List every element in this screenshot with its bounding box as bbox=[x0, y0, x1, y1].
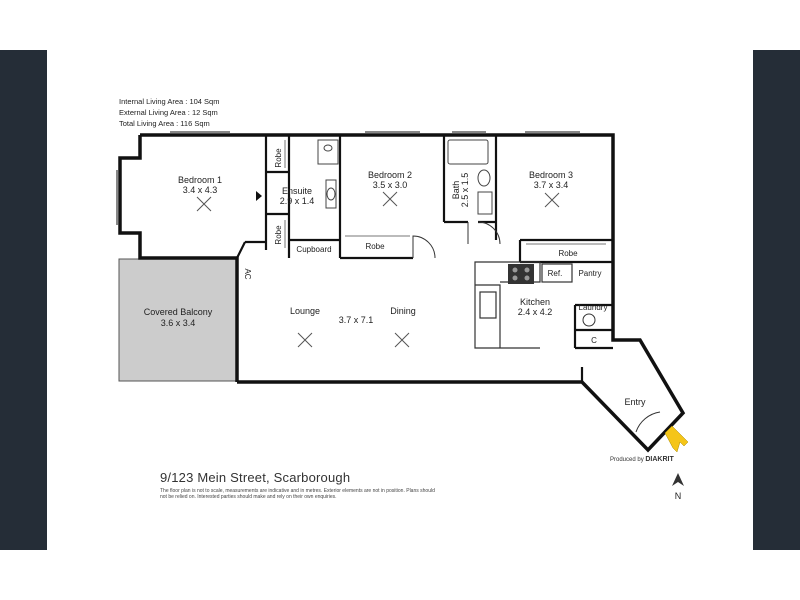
side-bar-right bbox=[753, 50, 800, 550]
kitchen-label: Kitchen bbox=[520, 297, 550, 307]
bath-dims: 2.5 x 1.5 bbox=[460, 173, 470, 208]
ac-label: AC bbox=[243, 268, 252, 279]
ref-label: Ref. bbox=[548, 269, 563, 278]
ensuite-door-arrow-icon bbox=[256, 191, 262, 201]
door-swings bbox=[412, 221, 661, 433]
bedroom2-dims: 3.5 x 3.0 bbox=[373, 180, 408, 190]
kitchen-benches bbox=[474, 261, 573, 349]
pantry-label: Pantry bbox=[578, 269, 601, 278]
bath-fixtures bbox=[317, 139, 493, 215]
bedroom3-dims: 3.7 x 3.4 bbox=[534, 180, 569, 190]
compass-label: N bbox=[675, 491, 682, 501]
robe-bed3-label: Robe bbox=[558, 249, 578, 258]
laundry-label: Laundry bbox=[579, 303, 608, 312]
cooktop-burners bbox=[512, 267, 530, 281]
compass-arrow-icon bbox=[672, 473, 684, 486]
interior-walls bbox=[236, 135, 613, 382]
window-lines bbox=[116, 131, 580, 225]
ensuite-label: Ensuite bbox=[282, 186, 312, 196]
external-area-text: External Living Area : 12 Sqm bbox=[119, 108, 218, 117]
producer-prefix: Produced by bbox=[610, 457, 644, 463]
balcony-label: Covered Balcony bbox=[144, 307, 213, 317]
bath-label: Bath bbox=[451, 181, 461, 200]
address-title: 9/123 Mein Street, Scarborough bbox=[160, 470, 351, 485]
ceiling-fan-icons bbox=[196, 191, 560, 348]
robe-doors bbox=[284, 140, 606, 248]
bedroom1-label: Bedroom 1 bbox=[178, 175, 222, 185]
robe-top-label: Robe bbox=[274, 148, 283, 168]
balcony-dims: 3.6 x 3.4 bbox=[161, 318, 196, 328]
entry-label: Entry bbox=[624, 397, 646, 407]
robe-bed2-label: Robe bbox=[365, 242, 385, 251]
bedroom1-dims: 3.4 x 4.3 bbox=[183, 185, 218, 195]
producer-brand: DIAKRIT bbox=[645, 456, 674, 463]
producer-credit: Produced by DIAKRIT bbox=[610, 456, 674, 463]
disclaimer-text: The floor plan is not to scale, measurem… bbox=[160, 488, 435, 500]
bedroom2-label: Bedroom 2 bbox=[368, 170, 412, 180]
laundry-tub bbox=[582, 313, 596, 327]
bedroom3-label: Bedroom 3 bbox=[529, 170, 573, 180]
dining-label: Dining bbox=[390, 306, 416, 316]
kitchen-dims: 2.4 x 4.2 bbox=[518, 307, 553, 317]
c-label: C bbox=[591, 336, 597, 345]
lounge-label: Lounge bbox=[290, 306, 320, 316]
internal-area-text: Internal Living Area : 104 Sqm bbox=[119, 97, 219, 106]
cupboard-label: Cupboard bbox=[296, 245, 331, 254]
entry-arrow-icon bbox=[664, 425, 689, 453]
lounge-dining-dims: 3.7 x 7.1 bbox=[339, 315, 374, 325]
cooktop bbox=[508, 264, 534, 284]
outer-walls bbox=[118, 133, 686, 453]
side-bar-left bbox=[0, 50, 47, 550]
robe-side-label: Robe bbox=[274, 225, 283, 245]
total-area-text: Total Living Area : 116 Sqm bbox=[119, 119, 210, 128]
ensuite-dims: 2.9 x 1.4 bbox=[280, 196, 315, 206]
